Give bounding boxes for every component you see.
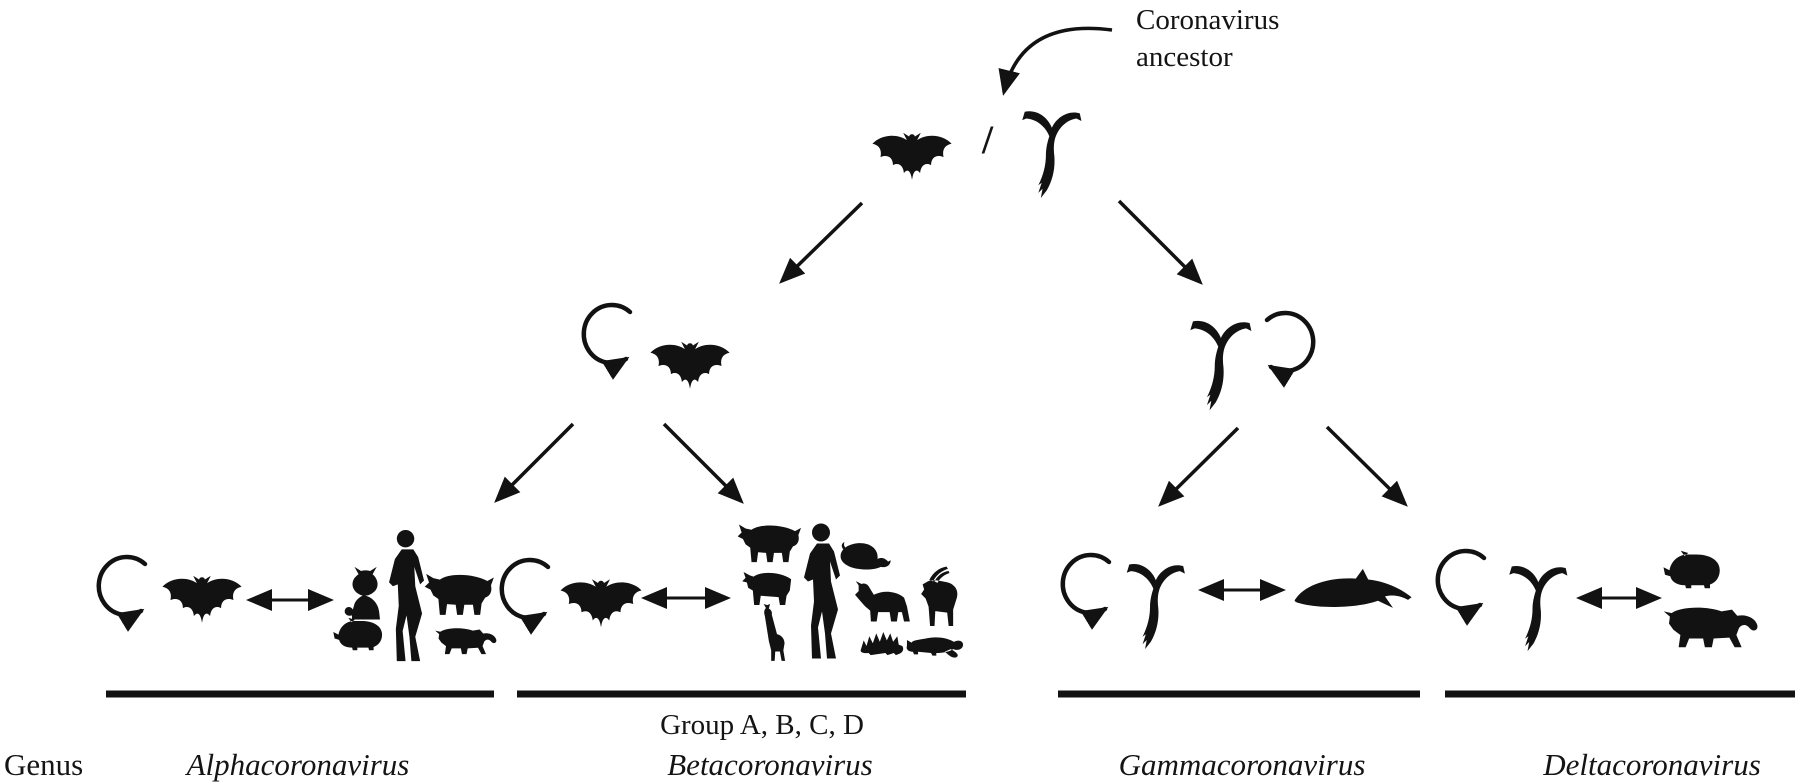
beta-bat-icon <box>560 579 642 628</box>
alpha-self-loop-arrow <box>96 554 148 632</box>
beta-dog-icon <box>737 524 802 563</box>
alpha-bat-icon <box>162 575 242 623</box>
genus-gammacoronavirus-label: Gammacoronavirus <box>1118 747 1366 782</box>
alpha-dog-icon <box>424 573 494 615</box>
root-bird-icon <box>1022 111 1082 198</box>
delta-leopard-icon <box>1663 607 1758 648</box>
beta-hedgehog-icon <box>860 632 904 656</box>
genus-row-label: Genus <box>4 747 84 782</box>
ancestor-pointer-arrow <box>998 26 1113 96</box>
beta-self-loop-arrow <box>499 557 551 635</box>
delta-pig-icon <box>1663 550 1720 589</box>
beta-antelope-icon <box>921 566 958 627</box>
beta-human-icon <box>804 523 840 659</box>
beta-rat-icon <box>840 541 891 570</box>
beta-cow-icon <box>742 571 792 606</box>
descent-arrow-root-to-bat <box>779 201 864 284</box>
alpha-cat-icon <box>344 566 380 620</box>
descent-arrow-root-to-bird <box>1117 199 1203 285</box>
beta-ferret-icon <box>906 637 964 658</box>
genus-betacoronavirus-label: Betacoronavirus <box>667 747 873 782</box>
descent-arrow-bat-to-beta <box>662 422 744 504</box>
genus-alphacoronavirus-label: Alphacoronavirus <box>186 747 410 782</box>
intermediate-bird-icon <box>1190 320 1252 411</box>
bat-self-loop-arrow <box>581 302 633 380</box>
descent-arrow-bird-to-delta <box>1325 425 1408 507</box>
descent-arrow-bat-to-alpha <box>494 422 575 503</box>
gamma-self-loop-arrow <box>1060 552 1112 630</box>
beta-horse-icon <box>855 581 910 622</box>
genus-deltacoronavirus-label: Deltacoronavirus <box>1543 747 1761 782</box>
beta-subgroup-label: Group A, B, C, D <box>660 709 864 741</box>
intermediate-bat-icon <box>650 341 730 389</box>
gamma-bird-icon <box>1126 564 1185 650</box>
beta-giraffe-icon <box>763 604 786 661</box>
gamma-whale-icon <box>1294 568 1412 608</box>
root-separator: / <box>982 117 994 162</box>
descent-arrow-bird-to-gamma <box>1158 426 1240 507</box>
alpha-cheetah-icon <box>435 628 497 655</box>
ancestor-label-line2: ancestor <box>1136 41 1233 73</box>
root-bat-icon <box>872 132 952 180</box>
delta-bird-icon <box>1509 566 1568 652</box>
delta-self-loop-arrow <box>1435 548 1487 626</box>
ancestor-label: Coronavirus ancestor <box>1136 2 1279 76</box>
bird-self-loop-arrow <box>1264 310 1316 388</box>
alpha-pig-icon <box>333 617 383 651</box>
alpha-human-icon <box>389 529 425 662</box>
ancestor-label-line1: Coronavirus <box>1136 4 1280 36</box>
